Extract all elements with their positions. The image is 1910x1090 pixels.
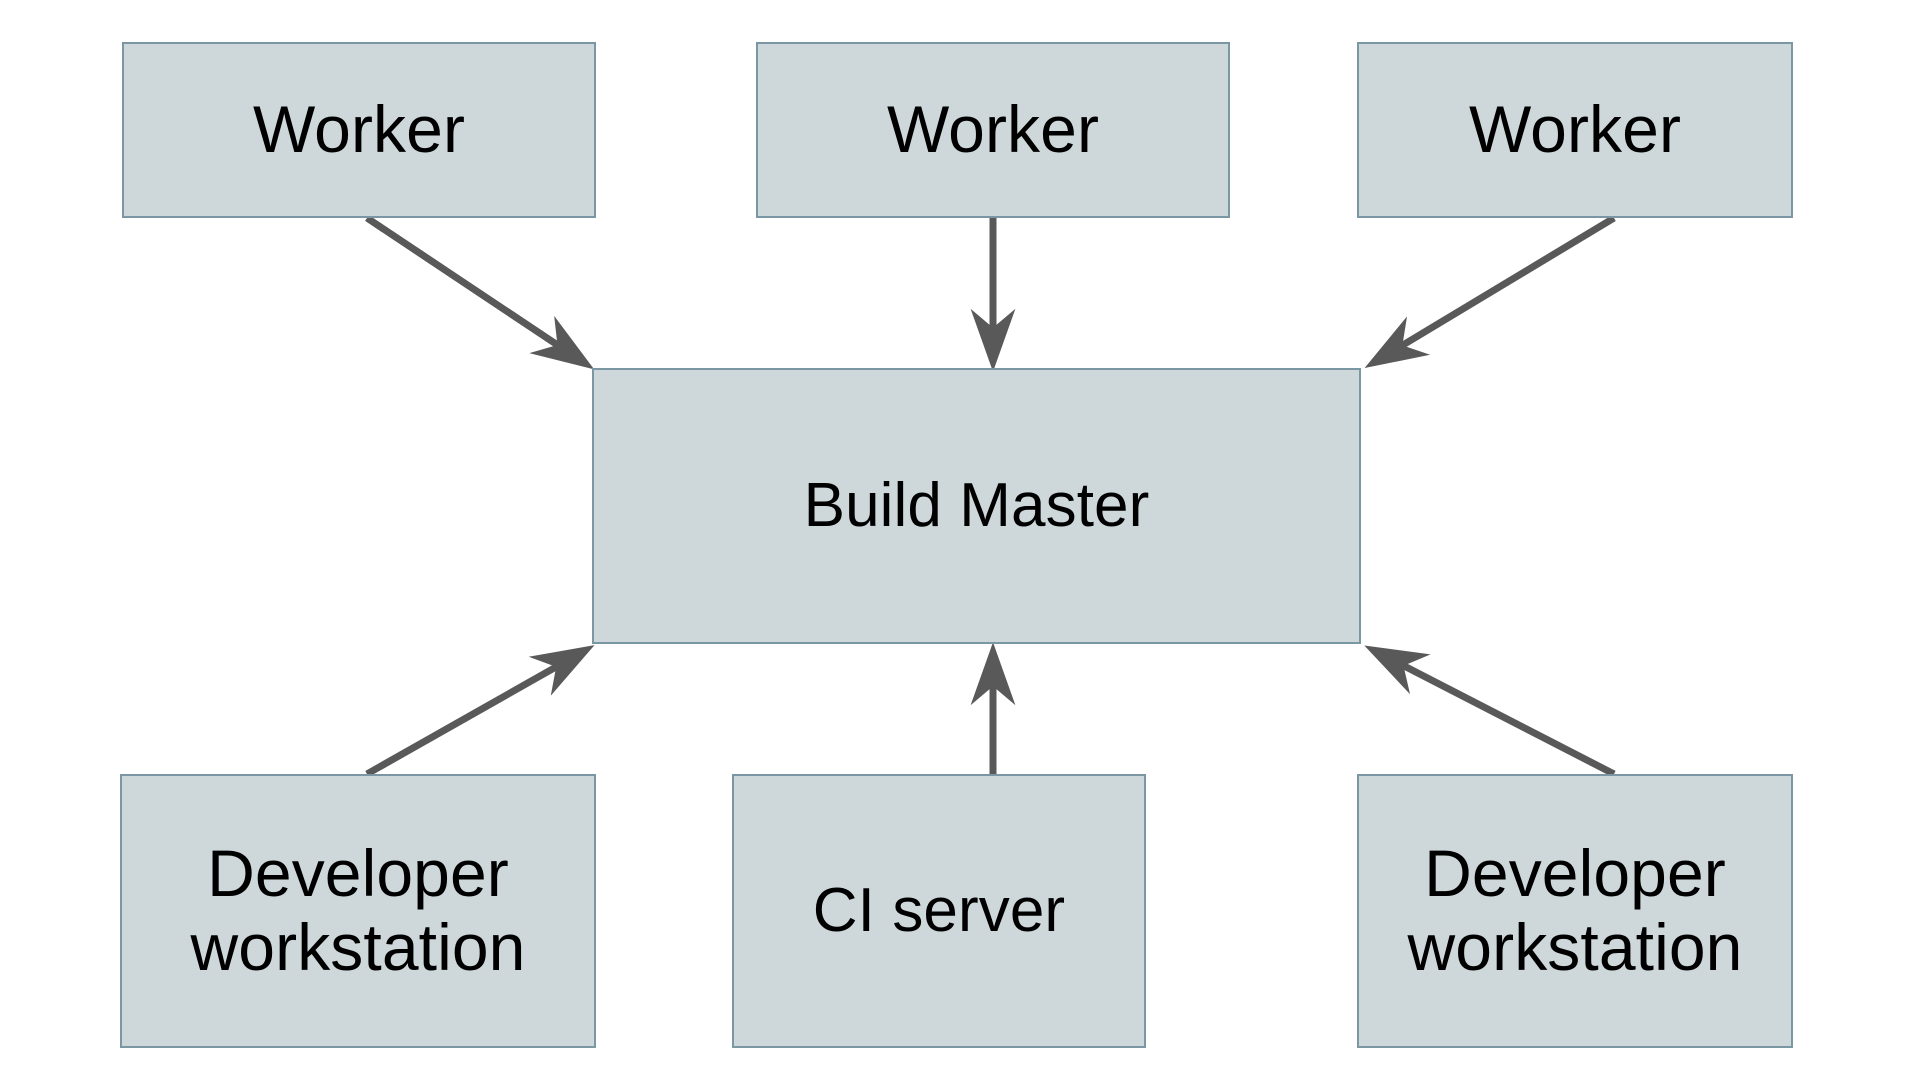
node-label: Developer workstation <box>190 836 526 984</box>
edge-dev-left-to-master <box>365 645 595 778</box>
node-label: CI server <box>812 876 1066 946</box>
edge-dev-right-to-master <box>1364 645 1616 778</box>
node-label: Developer workstation <box>1407 836 1743 984</box>
node-worker-left[interactable]: Worker <box>122 42 596 218</box>
node-label: Worker <box>886 92 1100 167</box>
node-build-master[interactable]: Build Master <box>592 368 1361 644</box>
node-label: Worker <box>1468 92 1682 167</box>
node-label: Build Master <box>803 471 1150 541</box>
edge-worker-left-to-master <box>365 215 595 370</box>
node-ci-server[interactable]: CI server <box>732 774 1146 1048</box>
node-worker-center[interactable]: Worker <box>756 42 1230 218</box>
node-developer-workstation-left[interactable]: Developer workstation <box>120 774 596 1048</box>
edge-worker-right-to-master <box>1364 215 1616 369</box>
node-label: Worker <box>252 92 466 167</box>
node-worker-right[interactable]: Worker <box>1357 42 1793 218</box>
node-developer-workstation-right[interactable]: Developer workstation <box>1357 774 1793 1048</box>
